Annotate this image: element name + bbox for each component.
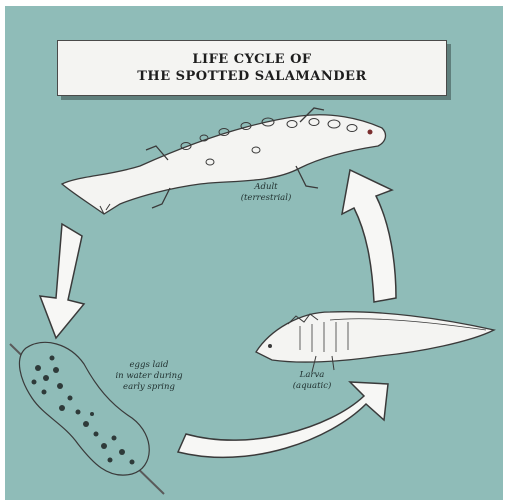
adult-habitat: (terrestrial) bbox=[226, 193, 306, 204]
title-line-2: THE SPOTTED SALAMANDER bbox=[137, 68, 367, 85]
adult-name: Adult bbox=[226, 182, 306, 193]
arrow-larva-to-adult bbox=[342, 170, 396, 302]
arrow-eggs-to-larva bbox=[178, 382, 388, 457]
larva-name: Larva bbox=[272, 370, 352, 381]
larva-illustration bbox=[256, 312, 494, 372]
title-box: LIFE CYCLE OF THE SPOTTED SALAMANDER bbox=[57, 40, 447, 96]
larva-habitat: (aquatic) bbox=[272, 381, 352, 392]
eggs-line-3: early spring bbox=[104, 382, 194, 393]
eggs-label: eggs laid in water during early spring bbox=[104, 360, 194, 393]
eggs-line-1: eggs laid bbox=[104, 360, 194, 371]
title-line-1: LIFE CYCLE OF bbox=[192, 51, 311, 68]
larva-label: Larva (aquatic) bbox=[272, 370, 352, 392]
adult-label: Adult (terrestrial) bbox=[226, 182, 306, 204]
eggs-line-2: in water during bbox=[104, 371, 194, 382]
arrow-adult-to-eggs bbox=[40, 224, 84, 338]
adult-salamander-illustration bbox=[62, 108, 385, 214]
